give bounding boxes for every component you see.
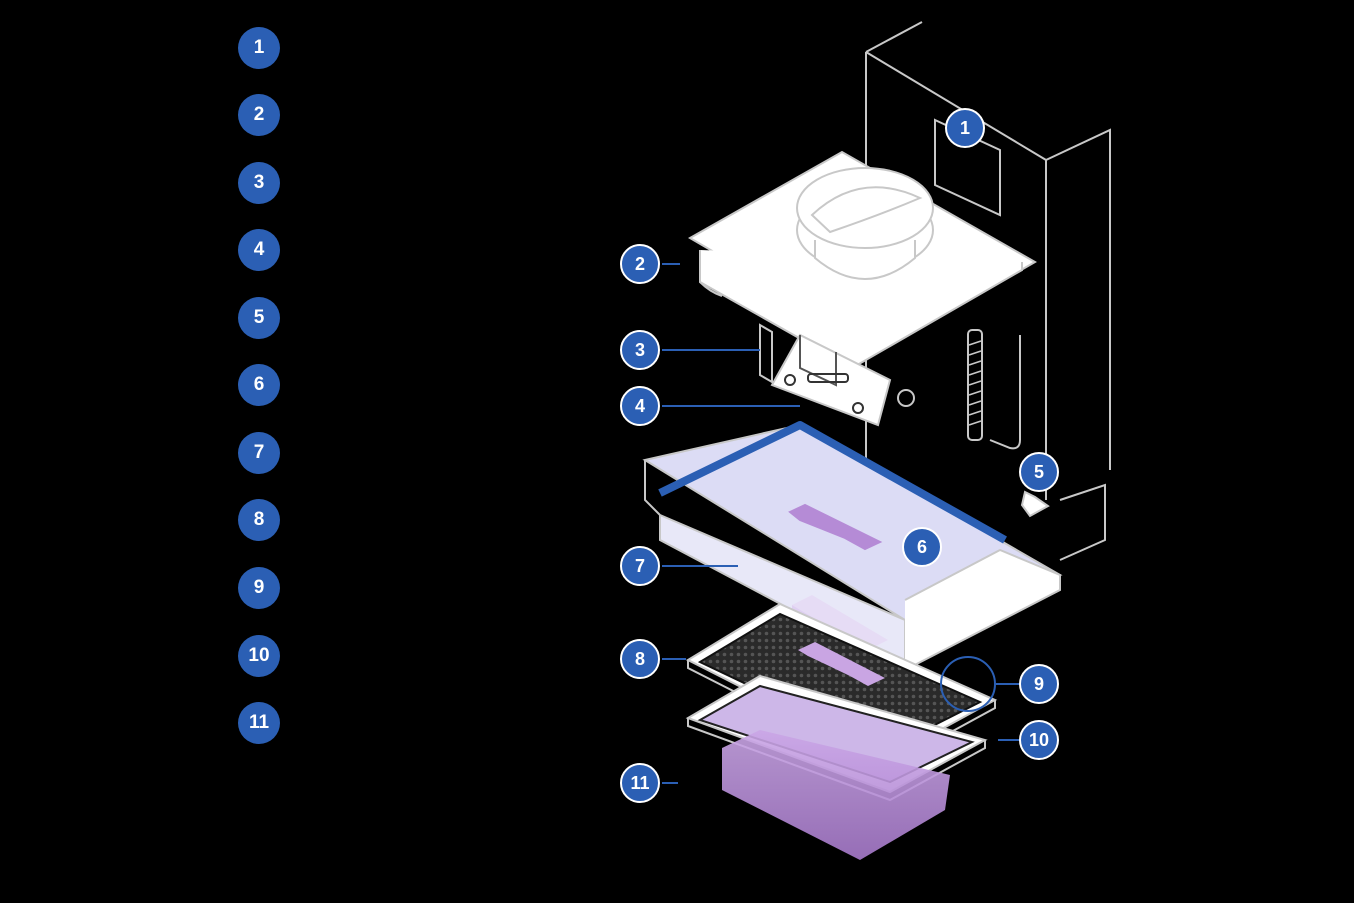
wiper-arrow — [1020, 490, 1050, 518]
callout-badge-8: 8 — [620, 639, 660, 679]
led-cluster — [722, 730, 950, 860]
callout-badge-11: 11 — [620, 763, 660, 803]
callout-badge-5: 5 — [1019, 452, 1059, 492]
callout-badge-6: 6 — [902, 527, 942, 567]
lead-screw — [968, 340, 982, 426]
callout-badge-2: 2 — [620, 244, 660, 284]
platform-mount — [759, 323, 915, 427]
callout-badge-7: 7 — [620, 546, 660, 586]
leader-lines — [662, 263, 1020, 784]
callout-badge-1: 1 — [945, 108, 985, 148]
callout-badge-9: 9 — [1019, 664, 1059, 704]
callout-badge-10: 10 — [1019, 720, 1059, 760]
callout-badge-4: 4 — [620, 386, 660, 426]
build-platform — [687, 150, 1038, 370]
detail-circle — [940, 656, 996, 712]
callout-badge-3: 3 — [620, 330, 660, 370]
